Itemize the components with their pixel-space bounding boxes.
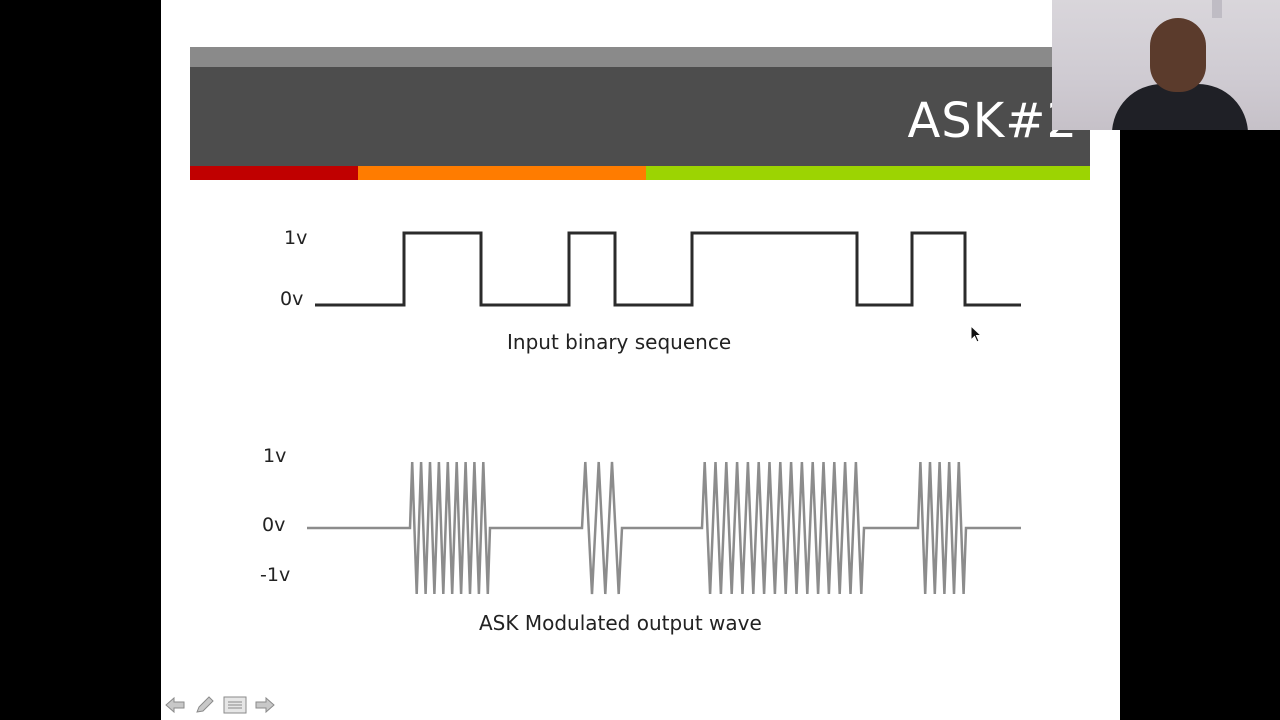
menu-icon	[223, 696, 247, 714]
arrow-left-icon	[165, 696, 185, 714]
title-band	[190, 67, 1090, 166]
title-band-top	[190, 47, 1090, 67]
next-slide-button[interactable]	[253, 694, 277, 716]
ask-modulated-wave	[307, 461, 1021, 595]
input-high-label: 1v	[284, 227, 308, 249]
slideshow-controls	[163, 694, 277, 716]
accent-stripe-green	[646, 166, 1090, 180]
pencil-icon	[196, 696, 214, 713]
arrow-right-icon	[255, 696, 275, 714]
binary-square-wave	[315, 231, 1021, 307]
output-zero-label: 0v	[262, 514, 286, 536]
pen-tool-button[interactable]	[193, 694, 217, 716]
output-neg-label: -1v	[260, 564, 291, 586]
slide-title: ASK#2	[907, 93, 1078, 149]
slide: ASK#2	[161, 0, 1120, 720]
output-pos-label: 1v	[263, 445, 287, 467]
input-caption: Input binary sequence	[507, 330, 732, 354]
input-low-label: 0v	[280, 288, 304, 310]
prev-slide-button[interactable]	[163, 694, 187, 716]
accent-stripe-red	[190, 166, 358, 180]
presenter-head	[1150, 18, 1206, 92]
mouse-cursor-icon	[970, 325, 983, 343]
output-caption: ASK Modulated output wave	[479, 611, 762, 635]
wall-fixture	[1212, 0, 1222, 18]
accent-stripe-orange	[358, 166, 646, 180]
slide-menu-button[interactable]	[223, 694, 247, 716]
presenter-webcam	[1052, 0, 1280, 130]
